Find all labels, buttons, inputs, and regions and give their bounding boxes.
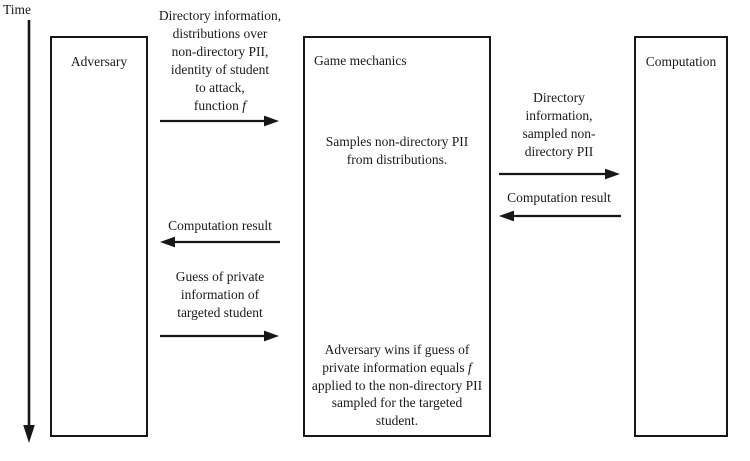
win-condition-text-before: Adversary wins if guess of private infor… xyxy=(322,342,470,375)
time-axis-label: Time xyxy=(3,2,32,17)
msg2-line2: information, xyxy=(525,107,593,123)
function-f-symbol: f xyxy=(468,359,472,375)
lifeline-box-adversary: Adversary xyxy=(50,36,148,437)
msg1-line3: non-directory PII, xyxy=(171,43,269,59)
msg1-line1: Directory information, xyxy=(158,8,282,23)
msg5-line2: information of xyxy=(180,286,260,302)
lifeline-title-computation: Computation xyxy=(645,54,717,69)
arrow-right-icon-guess xyxy=(160,329,280,343)
msg1-line2: distributions over xyxy=(172,25,268,41)
time-axis-arrow-icon xyxy=(20,20,38,445)
msg1-line4: identity of student xyxy=(170,61,270,77)
arrow-right-icon-directory-info-sampled xyxy=(499,167,621,181)
arrow-right-icon-directory-info xyxy=(160,114,280,128)
msg1-line6: function f xyxy=(193,97,247,113)
lifeline-box-computation: Computation xyxy=(634,36,728,437)
message-label-directory-info-sampled: Directory information, sampled non- dire… xyxy=(494,89,624,161)
msg2-line1: Directory xyxy=(533,90,585,105)
note-samples-non-directory-pii: Samples non-directory PII from distribut… xyxy=(325,134,469,167)
msg5-line3: targeted student xyxy=(177,304,263,320)
lifeline-title-adversary: Adversary xyxy=(70,54,128,69)
message-label-computation-result-right: Computation result xyxy=(507,190,611,205)
message-label-guess: Guess of private information of targeted… xyxy=(150,268,290,322)
win-condition-text-after: applied to the non-directory PII sampled… xyxy=(311,377,483,429)
msg2-line3: sampled non- xyxy=(522,125,596,141)
note-win-condition: Adversary wins if guess of private infor… xyxy=(311,341,483,430)
lifeline-box-game-mechanics: Game mechanics Samples non-directory PII… xyxy=(303,36,491,437)
arrow-left-icon-computation-result-right xyxy=(499,209,621,223)
lifeline-title-game-mechanics: Game mechanics xyxy=(314,53,407,68)
arrow-left-icon-computation-result-left xyxy=(160,235,280,249)
msg2-line4: directory PII xyxy=(524,143,594,159)
message-label-directory-info: Directory information, distributions ove… xyxy=(148,7,292,115)
msg5-line1: Guess of private xyxy=(175,269,265,284)
msg1-line5: to attack, xyxy=(195,79,245,95)
message-label-computation-result-left: Computation result xyxy=(168,218,272,233)
